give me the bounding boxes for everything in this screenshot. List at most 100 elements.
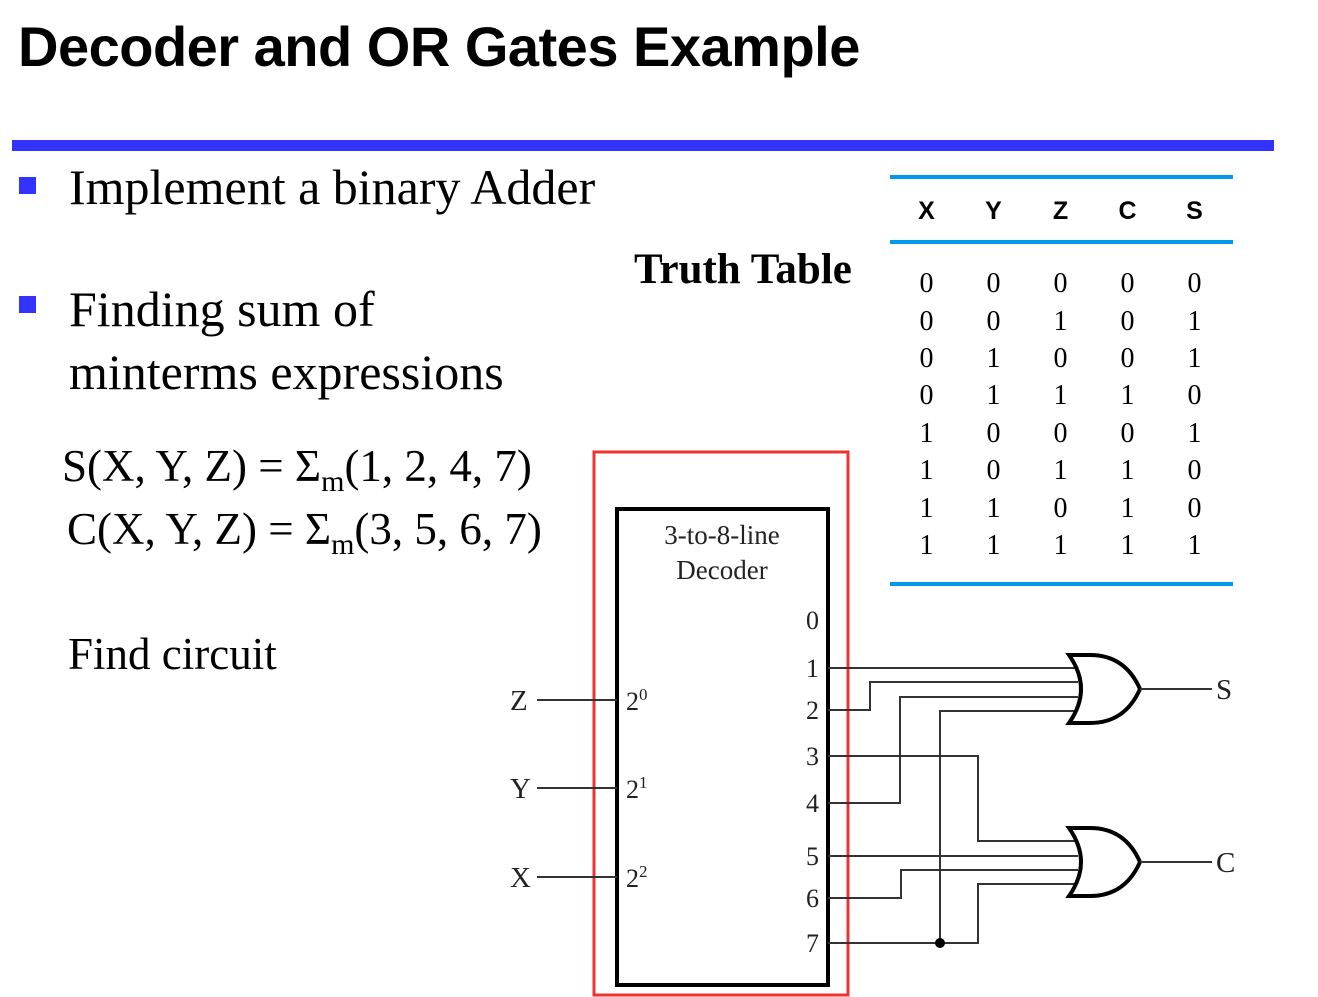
truth-table-cell: 1 — [1187, 529, 1202, 561]
highlight-box — [592, 450, 850, 997]
truth-table-cell: 1 — [1187, 305, 1202, 337]
input-weight: 21 — [626, 773, 648, 804]
decoder-block — [615, 507, 830, 987]
input-label: Z — [510, 685, 528, 717]
decoder-output-label: 1 — [806, 654, 819, 683]
weight-base: 2 — [626, 775, 639, 804]
wire-output-3-to-c — [828, 755, 1078, 842]
truth-table-cell: 0 — [986, 455, 1001, 487]
wire-output-7-to-c — [940, 883, 1078, 944]
truth-table-row: 1 0 1 1 0 — [893, 452, 1228, 489]
title-divider — [12, 140, 1274, 151]
wire-output-2-to-s — [828, 681, 1078, 711]
equation-lhs: C(X, Y, Z) = Σ — [67, 504, 332, 554]
truth-table-cell: 0 — [1187, 268, 1202, 300]
truth-table-cell: 1 — [986, 492, 1001, 524]
equation-sum: S(X, Y, Z) = Σm(1, 2, 4, 7) — [62, 440, 532, 497]
input-weight: 20 — [626, 685, 648, 716]
bullet-line: minterms expressions — [69, 344, 504, 400]
decoder-title-line2: Decoder — [676, 555, 767, 585]
truth-table-header-rule — [890, 240, 1233, 244]
truth-table-header-cell: S — [1186, 196, 1203, 225]
truth-table-header-cell: X — [918, 196, 935, 225]
truth-table-cell: 1 — [1187, 342, 1202, 374]
truth-table-cell: 0 — [1187, 455, 1202, 487]
or-gate-s — [1065, 653, 1143, 725]
output-label-s: S — [1216, 674, 1232, 706]
equation-lhs: S(X, Y, Z) = Σ — [62, 441, 322, 491]
wire-output-7-to-s — [828, 710, 1078, 944]
truth-table-cell: 1 — [1053, 305, 1068, 337]
wire-output-4-to-s — [828, 696, 1078, 804]
truth-table-cell: 0 — [919, 380, 934, 412]
truth-table-cell: 0 — [986, 268, 1001, 300]
truth-table-cell: 1 — [1187, 417, 1202, 449]
equation-subscript: m — [331, 528, 355, 561]
truth-table-cell: 0 — [1120, 305, 1135, 337]
decoder-output-label: 6 — [806, 884, 819, 913]
truth-table-cell: 0 — [986, 417, 1001, 449]
truth-table-cell: 1 — [1053, 455, 1068, 487]
weight-exponent: 0 — [639, 685, 648, 704]
truth-table-cell: 0 — [1187, 380, 1202, 412]
truth-table-bottom-rule — [890, 582, 1233, 586]
output-label-c: C — [1216, 847, 1235, 879]
truth-table-cell: 1 — [919, 455, 934, 487]
truth-table-label: Truth Table — [634, 246, 852, 293]
bullet-finding-sum: Finding sum of minterms expressions — [69, 278, 504, 404]
input-weight: 22 — [626, 862, 648, 893]
truth-table-top-rule — [890, 175, 1233, 179]
decoder-output-label: 0 — [806, 606, 819, 635]
or-gate-c — [1065, 826, 1143, 898]
truth-table-cell: 1 — [919, 417, 934, 449]
truth-table-cell: 1 — [1120, 380, 1135, 412]
bullet-square-icon — [19, 296, 36, 313]
bullet-implement-adder: Implement a binary Adder — [69, 159, 596, 215]
truth-table-cell: 1 — [1120, 492, 1135, 524]
decoder-output-label: 2 — [806, 696, 819, 725]
equation-rhs: (3, 5, 6, 7) — [354, 504, 542, 554]
equation-subscript: m — [321, 465, 345, 498]
junction-dot — [935, 938, 945, 948]
bullet-line: Finding sum of — [69, 281, 375, 337]
decoder-output-label: 4 — [806, 789, 819, 818]
truth-table-header-cell: Y — [985, 196, 1002, 225]
truth-table-cell: 1 — [1053, 529, 1068, 561]
weight-base: 2 — [626, 864, 639, 893]
input-label: X — [510, 862, 531, 894]
truth-table-cell: 0 — [1120, 268, 1135, 300]
decoder-output-label: 7 — [806, 929, 819, 958]
equation-rhs: (1, 2, 4, 7) — [344, 441, 532, 491]
decoder-output-label: 3 — [806, 742, 819, 771]
truth-table-header-cell: C — [1118, 196, 1137, 225]
truth-table-cell: 0 — [1053, 492, 1068, 524]
truth-table-cell: 1 — [1053, 380, 1068, 412]
truth-table-cell: 0 — [1053, 417, 1068, 449]
truth-table-cell: 1 — [1120, 455, 1135, 487]
input-label: Y — [510, 773, 531, 805]
truth-table-cell: 1 — [919, 492, 934, 524]
truth-table-cell: 0 — [986, 305, 1001, 337]
weight-base: 2 — [626, 687, 639, 716]
equation-carry: C(X, Y, Z) = Σm(3, 5, 6, 7) — [67, 503, 542, 560]
truth-table-cell: 1 — [986, 342, 1001, 374]
decoder-title-line1: 3-to-8-line — [664, 520, 779, 550]
weight-exponent: 1 — [639, 773, 648, 792]
truth-table-cell: 1 — [1120, 529, 1135, 561]
weight-exponent: 2 — [639, 862, 648, 881]
truth-table-cell: 0 — [919, 342, 934, 374]
truth-table-cell: 0 — [919, 305, 934, 337]
truth-table-cell: 0 — [1053, 268, 1068, 300]
truth-table-cell: 1 — [986, 380, 1001, 412]
find-circuit-text: Find circuit — [68, 629, 277, 679]
decoder-output-label: 5 — [806, 842, 819, 871]
